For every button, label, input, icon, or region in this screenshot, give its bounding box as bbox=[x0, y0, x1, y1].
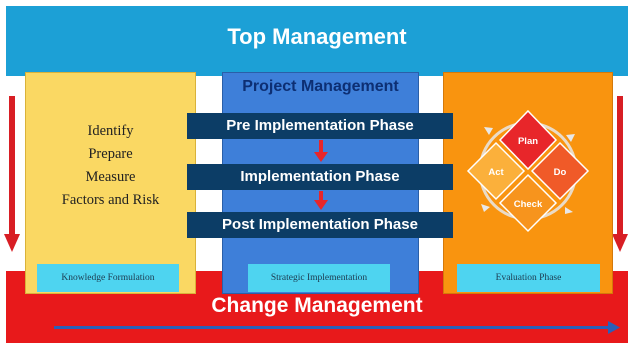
phase-arrow-2 bbox=[314, 191, 328, 210]
do-label: Do bbox=[554, 167, 567, 178]
knowledge-line-prepare: Prepare bbox=[88, 146, 133, 162]
top-management-title: Top Management bbox=[227, 24, 407, 49]
bottom-right-arrow bbox=[54, 321, 620, 334]
check-label: Check bbox=[514, 199, 543, 210]
implementation-phase-box: Implementation Phase bbox=[187, 164, 453, 190]
phase-arrow-1 bbox=[314, 140, 328, 162]
knowledge-line-factors: Factors and Risk bbox=[61, 192, 160, 208]
top-management-band bbox=[6, 6, 628, 76]
knowledge-line-identify: Identify bbox=[87, 123, 134, 139]
right-down-arrow bbox=[612, 96, 628, 252]
check-diamond bbox=[498, 173, 558, 233]
knowledge-text: Identify Prepare Measure Factors and Ris… bbox=[25, 120, 196, 212]
change-management-title: Change Management bbox=[211, 294, 423, 317]
do-diamond bbox=[530, 141, 590, 201]
knowledge-formulation-label: Knowledge Formulation bbox=[37, 264, 179, 292]
act-diamond bbox=[466, 141, 526, 201]
project-management-title: Project Management bbox=[242, 78, 399, 95]
plan-label: Plan bbox=[518, 136, 538, 147]
pre-implementation-phase-box: Pre Implementation Phase bbox=[187, 113, 453, 139]
post-implementation-phase-box: Post Implementation Phase bbox=[187, 212, 453, 238]
evaluation-phase-label: Evaluation Phase bbox=[457, 264, 600, 292]
plan-diamond bbox=[498, 109, 558, 171]
knowledge-line-measure: Measure bbox=[85, 169, 136, 185]
left-down-arrow bbox=[4, 96, 20, 252]
act-label: Act bbox=[488, 167, 504, 178]
strategic-implementation-label: Strategic Implementation bbox=[248, 264, 390, 292]
